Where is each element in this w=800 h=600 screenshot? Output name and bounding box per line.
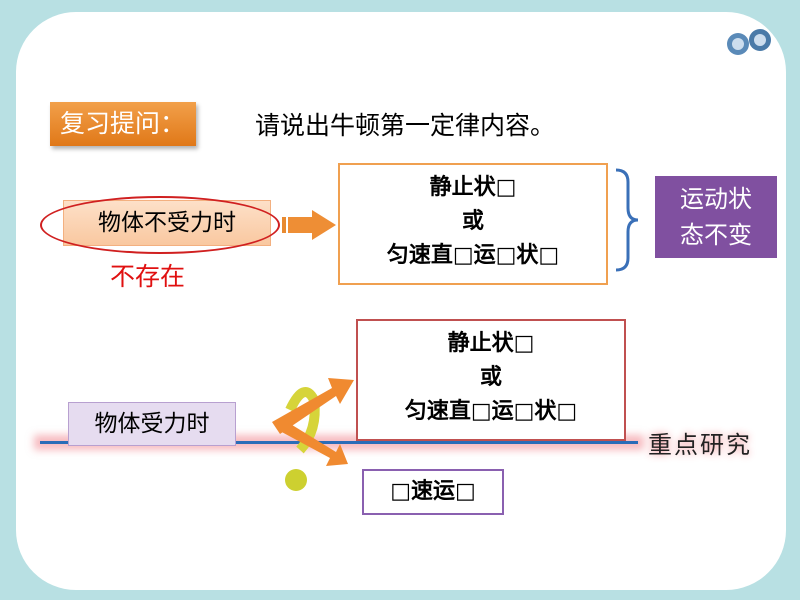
line: 静止状□ [429, 175, 517, 200]
divider-line [40, 441, 638, 444]
result-box-2: 静止状□ 或匀速直□运□状□ [356, 319, 626, 441]
line: 运动状 [680, 185, 752, 213]
review-question-tag: 复习提问： [50, 102, 196, 146]
line: 匀速直□运□状□ [386, 243, 560, 268]
result-box-3: □速运□ [362, 469, 504, 515]
line: 态不变 [680, 221, 752, 249]
binoculars-icon [727, 29, 771, 55]
question-arrows-icon [272, 378, 354, 491]
question-text: 请说出牛顿第一定律内容。 [255, 111, 556, 140]
line: 静止状□ [447, 331, 535, 356]
red-ellipse [40, 196, 280, 254]
line: 或 [479, 365, 502, 390]
not-exist-note: 不存在 [110, 262, 186, 291]
key-point-label: 重点研究 [648, 431, 752, 459]
force-label: 物体受力时 [68, 402, 236, 446]
line: 匀速直□运□状□ [404, 399, 578, 424]
result-box-1: 静止状□ 或匀速直□运□状□ [338, 163, 608, 285]
line: 或 [461, 209, 484, 234]
brace-icon [615, 168, 639, 272]
motion-state-box: 运动状态不变 [655, 176, 777, 258]
arrow-right-icon [282, 210, 336, 240]
